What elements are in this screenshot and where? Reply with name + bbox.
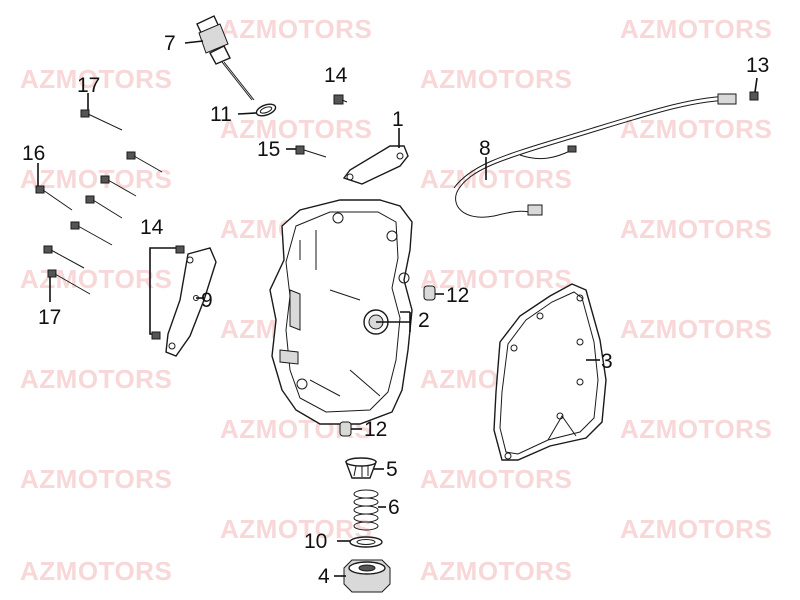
part-label-1: 1 xyxy=(392,108,404,131)
dipstick-part xyxy=(196,15,255,101)
watermark: AZMOTORS xyxy=(20,556,172,586)
cable-part xyxy=(453,93,737,218)
part-label-14: 14 xyxy=(324,64,348,87)
watermark: AZMOTORS xyxy=(420,264,572,294)
watermark: AZMOTORS xyxy=(620,214,772,244)
dowel-pin-part xyxy=(339,421,352,437)
part-label-5: 5 xyxy=(386,458,398,481)
watermark: AZMOTORS xyxy=(420,164,572,194)
part-label-17: 17 xyxy=(77,74,100,97)
drain-plug-part xyxy=(343,559,391,593)
small-bolt-part xyxy=(333,94,348,105)
watermark: AZMOTORS xyxy=(620,14,772,44)
part-label-17: 17 xyxy=(38,306,61,329)
part-label-13: 13 xyxy=(746,54,769,77)
watermark: AZMOTORS xyxy=(220,514,372,544)
watermark: AZMOTORS xyxy=(620,314,772,344)
leader-line xyxy=(149,247,176,335)
part-label-8: 8 xyxy=(479,137,491,160)
dowel-pin-part xyxy=(423,285,436,301)
crankcase-cover-part xyxy=(269,199,413,425)
watermark: AZMOTORS xyxy=(220,114,372,144)
bolt-part xyxy=(295,145,327,158)
part-label-15: 15 xyxy=(257,138,280,161)
watermark: AZMOTORS xyxy=(20,364,172,394)
part-label-12: 12 xyxy=(446,284,469,307)
watermark: AZMOTORS xyxy=(620,514,772,544)
watermark-layer: AZMOTORS AZMOTORS AZMOTORS AZMOTORS AZMO… xyxy=(20,14,772,586)
watermark: AZMOTORS xyxy=(20,464,172,494)
part-label-9: 9 xyxy=(201,289,213,312)
leader-line xyxy=(184,40,204,44)
watermark: AZMOTORS xyxy=(20,264,172,294)
strainer-part xyxy=(344,457,378,479)
watermark: AZMOTORS xyxy=(220,14,372,44)
part-label-12: 12 xyxy=(364,418,387,441)
part-label-11: 11 xyxy=(210,103,232,126)
part-label-10: 10 xyxy=(304,530,327,553)
clip-part xyxy=(749,91,759,101)
watermark: AZMOTORS xyxy=(420,64,572,94)
part-label-14: 14 xyxy=(140,216,164,239)
part-label-6: 6 xyxy=(388,496,400,519)
leader-line xyxy=(754,77,758,93)
watermark: AZMOTORS xyxy=(620,414,772,444)
watermark: AZMOTORS xyxy=(20,64,172,94)
part-label-4: 4 xyxy=(318,565,330,588)
bracket-part xyxy=(342,145,409,185)
spring-part xyxy=(353,489,379,531)
watermark: AZMOTORS xyxy=(20,164,172,194)
watermark: AZMOTORS xyxy=(620,114,772,144)
part-label-2: 2 xyxy=(418,309,430,332)
bolt-part xyxy=(151,245,185,340)
leader-line xyxy=(237,112,257,115)
gasket-part xyxy=(493,283,607,461)
washer-part xyxy=(349,536,383,548)
part-label-16: 16 xyxy=(22,142,45,165)
part-label-3: 3 xyxy=(601,350,613,373)
part-label-7: 7 xyxy=(164,32,176,55)
watermark: AZMOTORS xyxy=(420,556,572,586)
bolt-cluster-part xyxy=(35,109,163,295)
watermark: AZMOTORS xyxy=(420,464,572,494)
plate-part xyxy=(165,247,217,357)
leader-line xyxy=(376,311,411,332)
